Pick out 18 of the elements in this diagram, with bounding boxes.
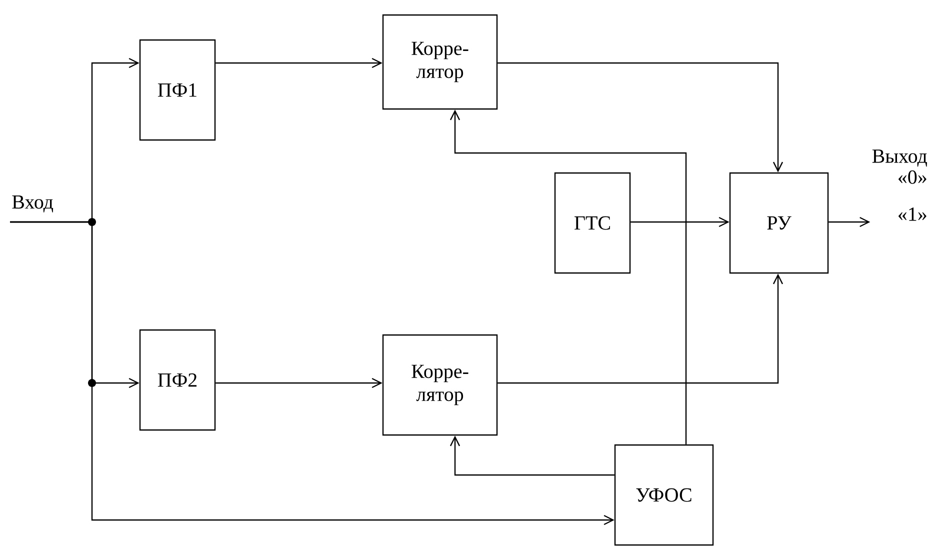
arrow	[498, 274, 784, 384]
block-box: УФОС	[614, 444, 714, 546]
arrow	[630, 216, 730, 228]
arrow	[450, 110, 687, 444]
arrow	[450, 436, 614, 476]
arrow	[828, 216, 870, 228]
arrow	[216, 378, 382, 388]
input-label: Вход	[12, 195, 54, 212]
block-box: ПФ1	[139, 39, 216, 141]
arrow	[10, 221, 614, 526]
block-box: Корре- лятор	[382, 334, 498, 436]
block-box: ГТС	[554, 172, 631, 274]
block-box: РУ	[729, 172, 829, 274]
arrow	[498, 62, 784, 172]
block-box: Корре- лятор	[382, 14, 498, 110]
block-box: ПФ2	[139, 329, 216, 431]
output-label: Выход «0» «1»	[872, 150, 927, 221]
arrow	[216, 58, 382, 68]
